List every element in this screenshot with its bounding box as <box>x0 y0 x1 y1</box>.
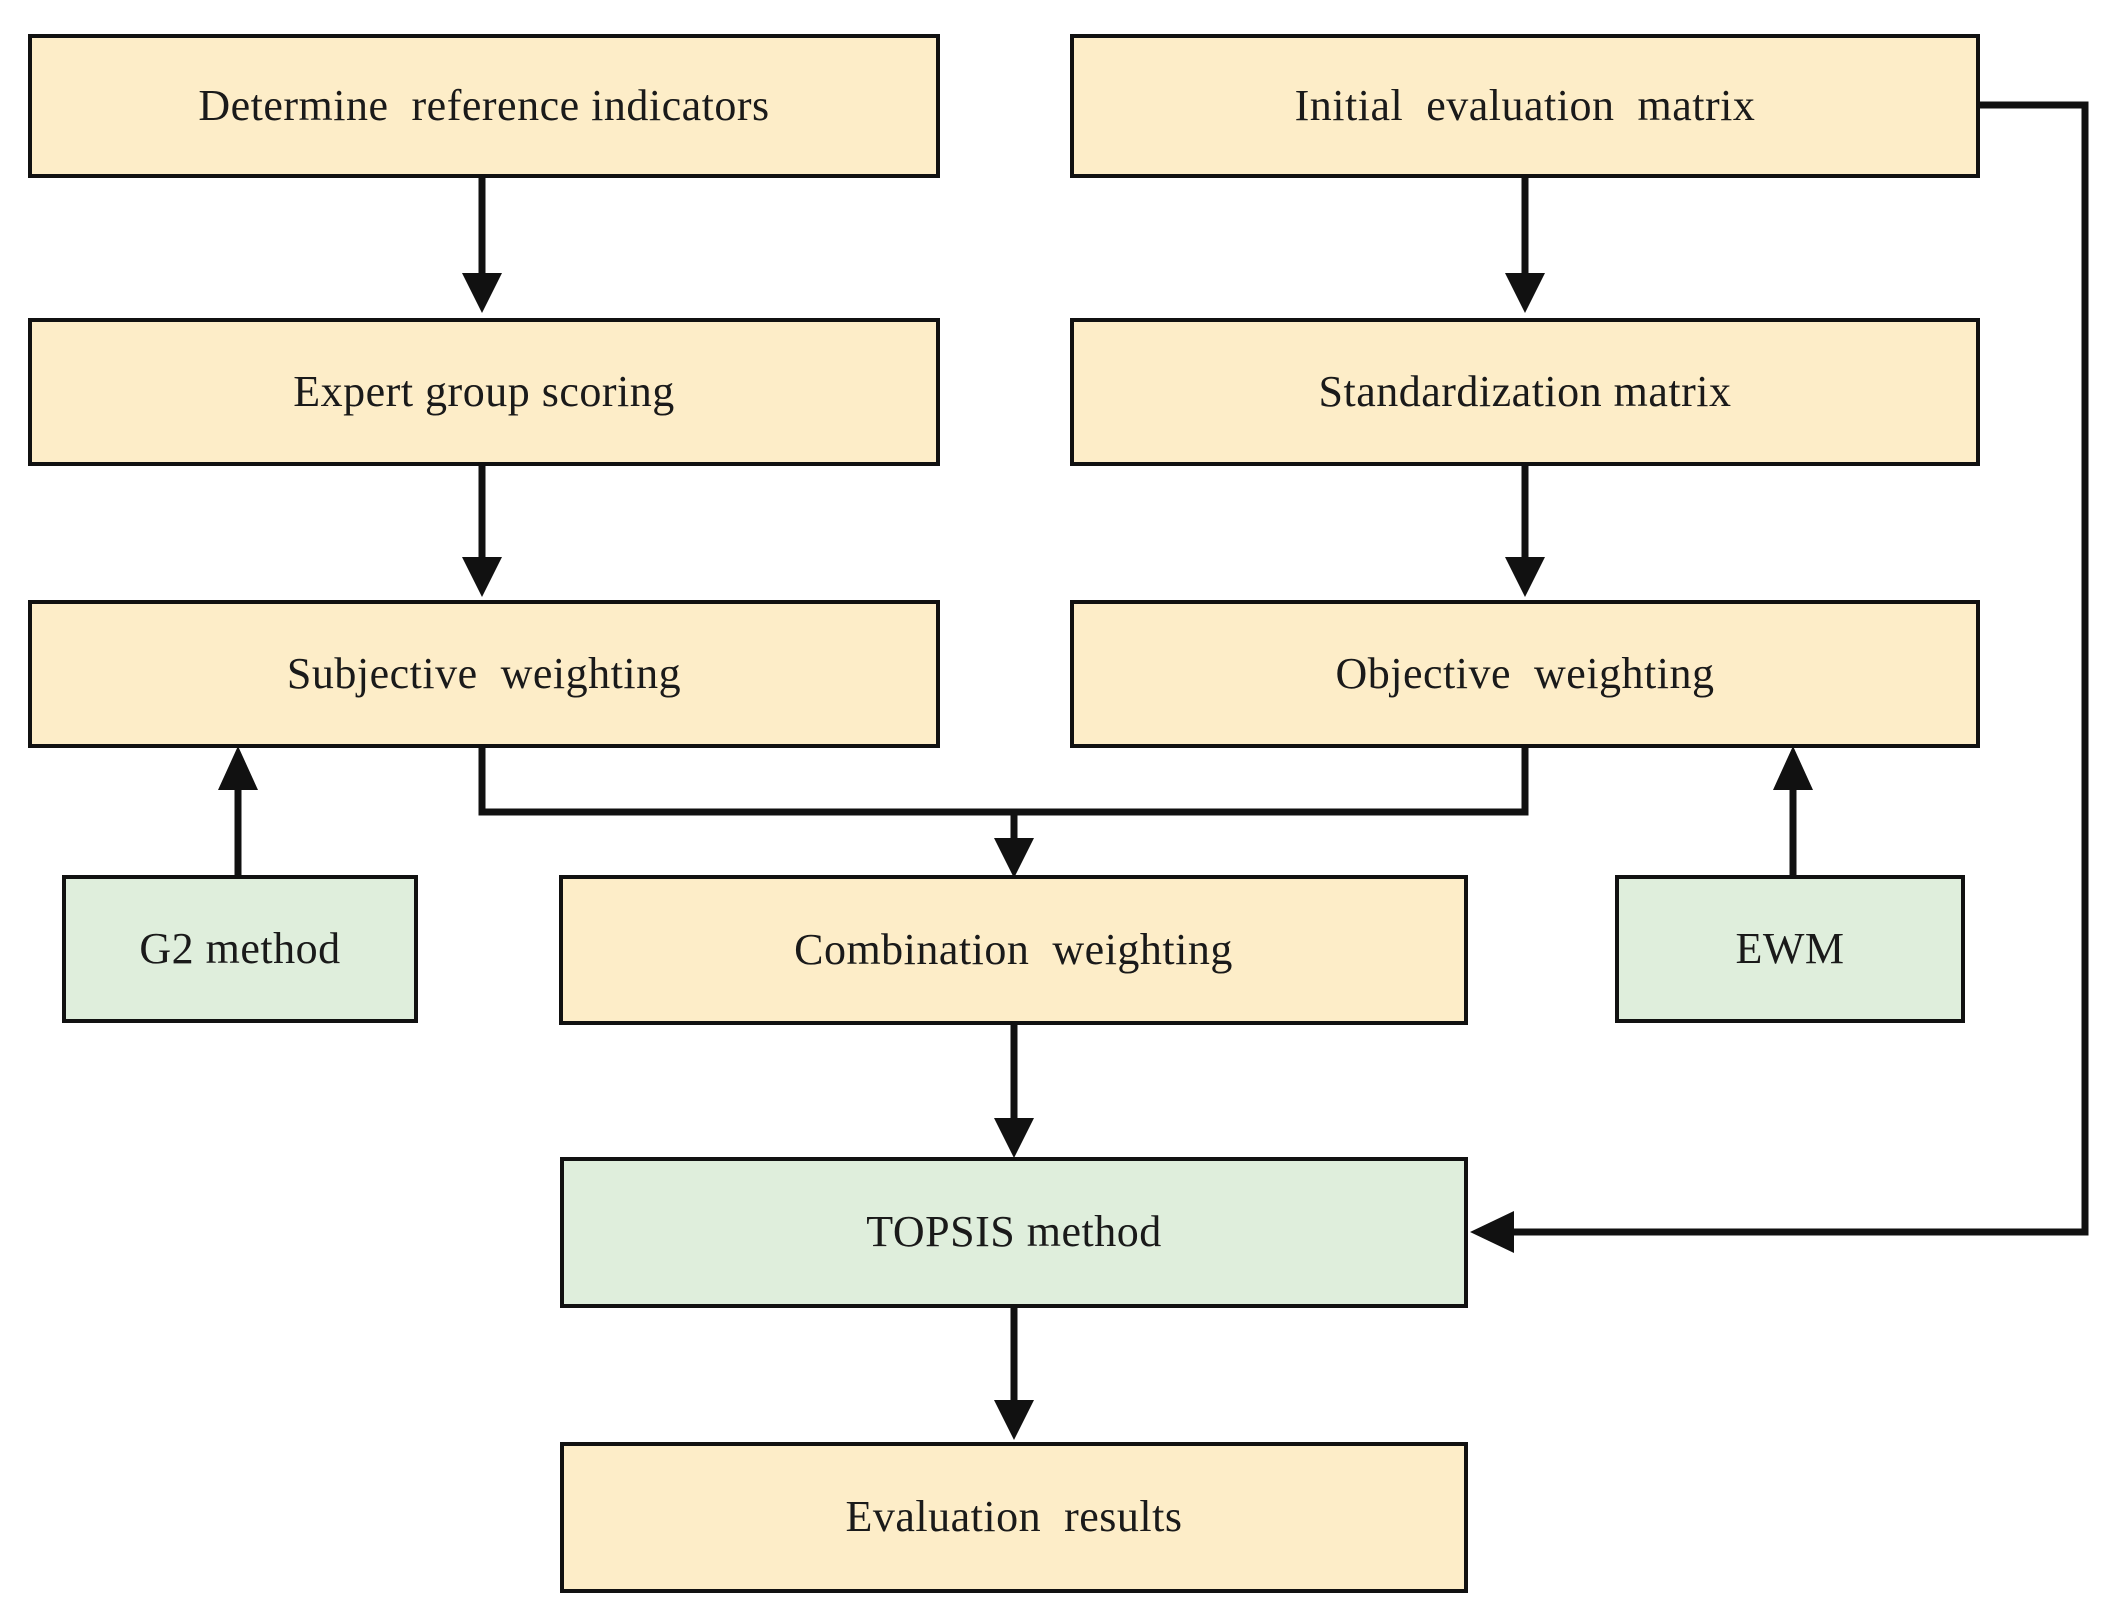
edge-subjective-to-combination <box>478 748 1014 816</box>
node-label: TOPSIS method <box>866 1207 1162 1257</box>
node-label: Determine reference indicators <box>198 80 770 130</box>
edge-topsis-to-evaluation <box>994 1308 1034 1440</box>
edge-initial-to-standardization <box>1505 178 1545 313</box>
edge-determine-to-expert <box>462 178 502 313</box>
node-label: Initial evaluation matrix <box>1294 80 1756 130</box>
node-evaluation-results[interactable]: Evaluation results <box>560 1442 1468 1593</box>
node-subjective-weighting[interactable]: Subjective weighting <box>28 600 940 748</box>
node-determine-reference-indicators[interactable]: Determine reference indicators <box>28 34 940 178</box>
edge-combination-to-topsis <box>994 1025 1034 1158</box>
node-expert-group-scoring[interactable]: Expert group scoring <box>28 318 940 466</box>
node-label: Combination weighting <box>794 924 1233 974</box>
edge-ewm-to-objective <box>1773 746 1813 875</box>
node-label: Standardization matrix <box>1318 366 1732 416</box>
node-label: Expert group scoring <box>293 366 675 416</box>
edge-merge-to-combination <box>994 812 1034 878</box>
edge-standardization-to-objective <box>1505 466 1545 597</box>
node-label: Objective weighting <box>1335 648 1715 698</box>
node-combination-weighting[interactable]: Combination weighting <box>559 875 1468 1025</box>
node-initial-evaluation-matrix[interactable]: Initial evaluation matrix <box>1070 34 1980 178</box>
edge-objective-to-combination <box>1014 748 1529 816</box>
edge-g2-to-subjective <box>218 746 258 875</box>
node-standardization-matrix[interactable]: Standardization matrix <box>1070 318 1980 466</box>
node-label: Evaluation results <box>845 1492 1183 1542</box>
node-g2-method[interactable]: G2 method <box>62 875 418 1023</box>
node-ewm[interactable]: EWM <box>1615 875 1965 1023</box>
node-label: EWM <box>1735 923 1845 973</box>
node-objective-weighting[interactable]: Objective weighting <box>1070 600 1980 748</box>
node-label: G2 method <box>139 923 341 973</box>
node-topsis-method[interactable]: TOPSIS method <box>560 1157 1468 1308</box>
node-label: Subjective weighting <box>286 648 682 698</box>
edge-expert-to-subjective <box>462 466 502 597</box>
